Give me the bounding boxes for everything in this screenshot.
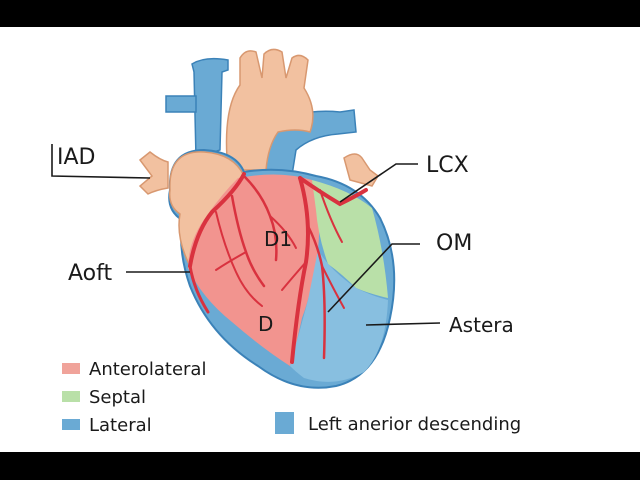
leader-lcx	[339, 163, 418, 203]
bottom-letterbox	[0, 452, 640, 480]
top-letterbox	[0, 0, 640, 27]
left-branch-vessel	[165, 95, 197, 113]
leader-lines	[51, 144, 441, 326]
legend-swatch-lateral	[62, 419, 80, 430]
lcx-branch	[319, 189, 343, 243]
legend: Anterolateral Septal Lateral Left anerio…	[62, 359, 521, 436]
label-iad: IAD	[57, 145, 95, 170]
legend-swatch-septal	[62, 391, 80, 402]
leader-astera	[365, 322, 441, 326]
leader-om	[327, 243, 420, 313]
aortic-arch	[225, 48, 314, 171]
leader-iad	[51, 144, 151, 179]
legend-label-anterolateral: Anterolateral	[89, 359, 206, 380]
diagonal-branch-c	[215, 251, 247, 271]
superior-vena-cava	[191, 57, 229, 160]
left-tan-branch	[138, 151, 169, 195]
left-main-artery	[188, 172, 246, 268]
coronary-arteries	[188, 172, 368, 364]
territory-lateral	[290, 250, 388, 382]
label-om: OM	[436, 231, 472, 256]
aoft-branch	[188, 264, 210, 314]
lad-branch	[281, 261, 307, 291]
legend-swatch-lad	[275, 412, 294, 434]
label-lcx: LCX	[426, 153, 469, 178]
om-branch-2	[321, 265, 345, 309]
label-d: D	[258, 312, 273, 336]
right-tan-branch	[343, 153, 379, 187]
label-astera: Astera	[449, 313, 514, 337]
legend-label-lad: Left anerior descending	[308, 414, 521, 435]
lcx-artery	[298, 176, 368, 207]
label-d1: D1	[264, 227, 292, 251]
legend-swatch-anterolateral	[62, 363, 80, 374]
legend-label-septal: Septal	[89, 387, 146, 408]
tan-vessels	[138, 48, 379, 195]
label-aoft: Aoft	[68, 261, 112, 286]
diagonal-branch-b	[269, 215, 297, 249]
legend-label-lateral: Lateral	[89, 415, 152, 436]
diagonal-branch-a	[215, 211, 263, 307]
